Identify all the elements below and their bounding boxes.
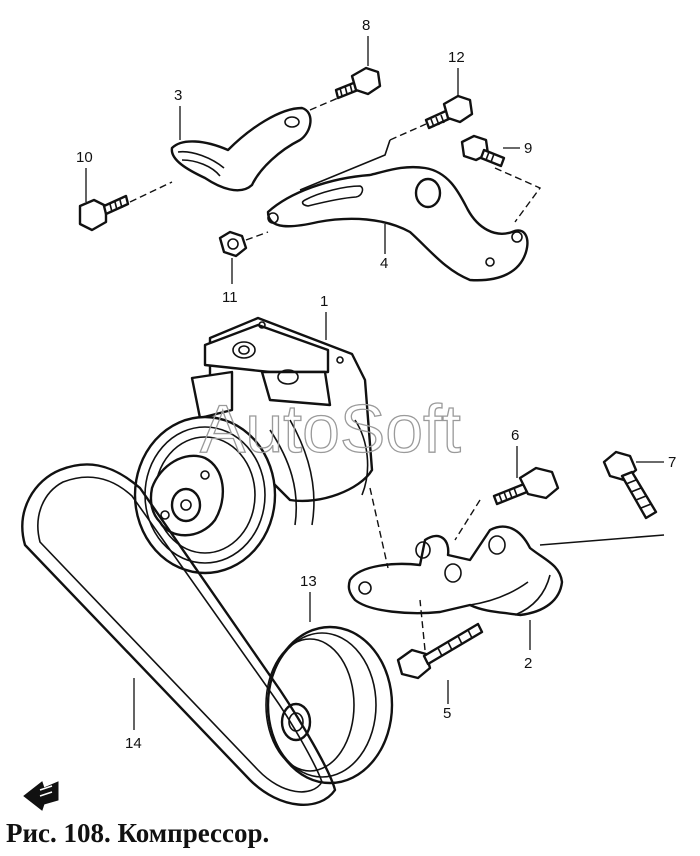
part-4-bracket <box>266 165 529 282</box>
front-arrow-icon <box>23 781 59 811</box>
callout-1: 1 <box>320 293 328 310</box>
part-2-mount-bracket <box>347 525 564 617</box>
bolt-9 <box>460 134 506 168</box>
callout-9: 9 <box>524 140 532 157</box>
callout-8: 8 <box>362 17 370 34</box>
callout-2: 2 <box>524 655 532 672</box>
callout-6: 6 <box>511 427 519 444</box>
callout-7: 7 <box>668 454 676 471</box>
callout-3: 3 <box>174 87 182 104</box>
callout-labels: 1 2 3 4 5 6 7 8 9 10 11 12 13 14 <box>76 17 676 752</box>
figure-caption: Рис. 108. Компрессор. <box>6 818 270 848</box>
bolt-7 <box>602 450 658 520</box>
callout-4: 4 <box>380 255 388 272</box>
bolt-12 <box>424 94 474 130</box>
callout-10: 10 <box>76 149 93 166</box>
callout-13: 13 <box>300 573 317 590</box>
bolt-5 <box>396 622 484 680</box>
part-3-bracket <box>170 106 312 192</box>
callout-5: 5 <box>443 705 451 722</box>
bolt-10 <box>78 194 130 232</box>
part-13-pulley <box>265 625 394 785</box>
nut-11 <box>218 230 248 258</box>
bolt-6 <box>492 466 560 506</box>
leader-lines <box>85 36 664 730</box>
assembly-lines <box>129 97 665 651</box>
callout-11: 11 <box>222 289 238 306</box>
watermark: AutoSoft <box>200 391 461 467</box>
callout-12: 12 <box>448 49 465 66</box>
bolt-8 <box>334 66 382 100</box>
callout-14: 14 <box>125 735 142 752</box>
part-1-compressor <box>133 316 374 575</box>
part-14-belt <box>21 463 337 806</box>
